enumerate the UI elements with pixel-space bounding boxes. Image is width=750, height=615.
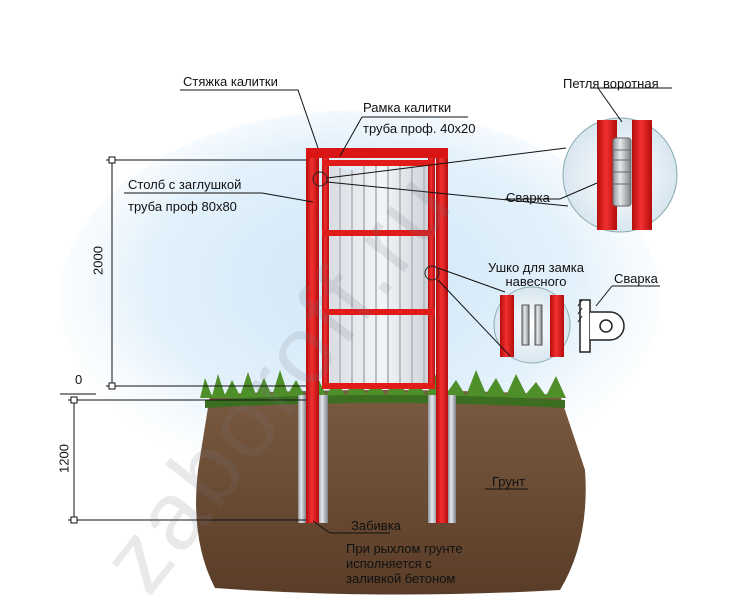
lock-marker	[424, 265, 440, 281]
frame-rail-1	[322, 230, 435, 236]
underground-pipe-left	[318, 395, 328, 523]
hinge-detail	[562, 117, 678, 233]
label-soil: Грунт	[492, 474, 526, 489]
label-gate-frame-pipe: труба проф. 40х20	[363, 121, 476, 136]
label-post: Столб с заглушкой	[128, 177, 242, 192]
label-hinge: Петля воротная	[563, 76, 659, 91]
label-post-pipe: труба проф 80х80	[128, 199, 237, 214]
frame-left	[322, 158, 329, 388]
weld-schematic	[577, 299, 625, 353]
post-right	[436, 148, 448, 523]
gate-frame	[306, 148, 448, 523]
underground-pipe-left-outer	[298, 395, 306, 523]
post-left	[306, 148, 319, 523]
label-weld-top: Сварка	[506, 190, 550, 205]
label-gate-tie: Стяжка калитки	[183, 74, 278, 89]
dimension-height: 2000	[90, 246, 106, 275]
label-note-3: заливкой бетоном	[346, 571, 456, 586]
leader-lines	[124, 87, 672, 534]
underground-pipe-right-outer	[448, 395, 456, 523]
lock-eye-detail	[493, 286, 571, 364]
frame-top	[322, 160, 435, 166]
hinge-marker	[312, 171, 328, 187]
label-driving: Забивка	[351, 518, 401, 533]
frame-bottom	[322, 383, 435, 389]
grass-strip	[200, 370, 566, 398]
label-lock-eye: Ушко для замка	[488, 260, 584, 275]
label-note-2: исполняется с	[346, 556, 432, 571]
dimension-depth: 1200	[56, 444, 72, 473]
corrugated-sheet	[330, 160, 435, 386]
label-weld-right: Сварка	[614, 271, 658, 286]
gate-top-tie	[306, 148, 448, 158]
frame-rail-2	[322, 309, 435, 315]
dimension-lines	[60, 156, 306, 524]
label-note-1: При рыхлом грунте	[346, 541, 463, 556]
frame-right	[428, 158, 435, 388]
underground-pipe-right	[428, 395, 438, 523]
label-lock-eye-2: навесного	[505, 274, 567, 289]
dimension-zero: 0	[75, 372, 83, 387]
soil-cross-section	[196, 390, 586, 595]
label-gate-frame: Рамка калитки	[363, 100, 452, 115]
